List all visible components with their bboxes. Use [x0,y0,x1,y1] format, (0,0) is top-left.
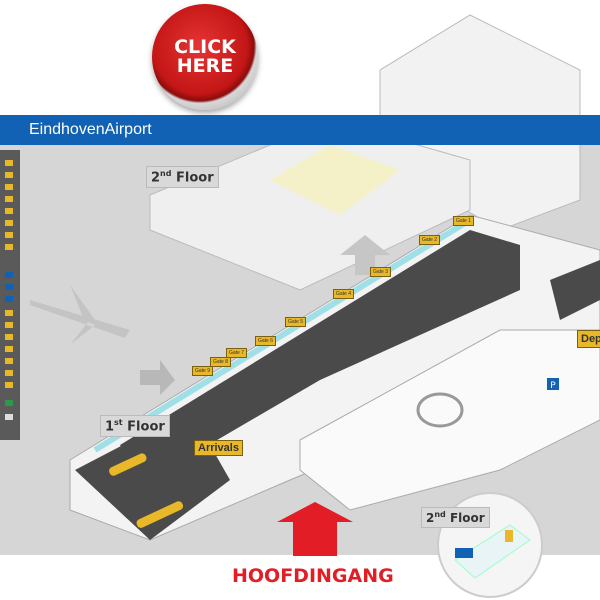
first-floor-label: 1st Floor [100,415,170,438]
second-floor-label: 2nd Floor [146,166,219,189]
glass-facade [93,217,472,453]
departures-sign: Depa [577,330,600,348]
walkway-arrow-icon [140,360,175,395]
click-here-line2: HERE [176,55,234,77]
baggage-belt [109,453,147,476]
gate-1-sign: Gate 1 [453,216,475,226]
airport-banner: EindhovenAirport [0,115,600,145]
click-here-line1: CLICK [174,36,236,58]
gate-3-sign: Gate 3 [370,267,392,277]
arrivals-sign: Arrivals [194,440,243,456]
gate-9-sign: Gate 9 [192,366,214,376]
click-here-button[interactable]: CLICK HERE [152,4,258,110]
legend-strip [0,150,20,440]
parking-label: P [550,381,556,391]
airplane-icon [30,285,130,345]
gate-7-sign: Gate 7 [226,348,248,358]
gate-6-sign: Gate 6 [255,336,277,346]
central-atrium [416,392,464,428]
baggage-belt [136,501,184,528]
inset-second-floor-label: 2nd Floor [421,507,490,528]
seating-area [270,145,400,215]
restaurant-icon [455,548,473,558]
departures-area [550,260,600,320]
parking-sign [547,378,559,390]
arrivals-hall [75,410,230,540]
gate-hall [120,230,520,500]
gate-5-sign: Gate 5 [285,317,307,327]
gate-8-sign: Gate 8 [210,357,232,367]
elevator-icon [505,530,513,542]
main-hall [299,329,600,511]
legend-icons [5,160,13,420]
walkway-arrow-icon [340,235,390,275]
entrance-arrow-icon [277,502,353,556]
gate-2-sign: Gate 2 [419,235,441,245]
main-entrance-label: HOOFDINGANG [232,565,394,587]
gate-4-sign: Gate 4 [333,289,355,299]
banner-title: EindhovenAirport [29,121,152,138]
